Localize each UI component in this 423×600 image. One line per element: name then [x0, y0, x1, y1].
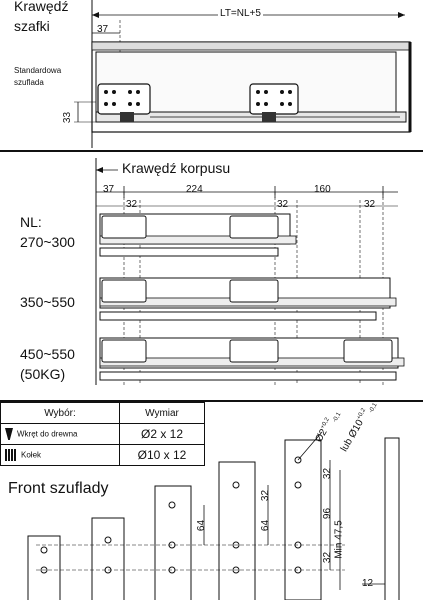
mid-32-label-2: 32 [277, 199, 289, 210]
panel-divider [0, 150, 423, 152]
standard-drawer-label: Standardowa [14, 66, 62, 75]
rear-bracket [97, 83, 151, 122]
dowel-label: Kołek [21, 450, 42, 460]
front-min-label: Min 47,5 [333, 520, 345, 559]
front-panel-drawing [27, 431, 400, 600]
slide-row-270-300 [99, 213, 297, 257]
front-bracket [249, 83, 299, 122]
middle-panel-drawing [95, 158, 405, 385]
front-96-label: 96 [322, 507, 334, 520]
top-panel-drawing [74, 0, 412, 148]
front-32-label-3: 32 [322, 551, 334, 564]
nl-label: NL: [20, 214, 42, 230]
range-450-550: 450~550 [20, 346, 75, 362]
front-32-label-1: 32 [260, 489, 272, 502]
fastener-table: Wybór: Wymiar Wkręt do drewna Ø2 x 12 Ko… [0, 402, 205, 466]
panel-divider [0, 400, 423, 402]
mid-32-label-3: 32 [364, 199, 376, 210]
front-title: Front szuflady [8, 480, 109, 497]
front-64-label-2: 64 [260, 519, 272, 532]
dowel-value: Ø10 x 12 [119, 444, 205, 466]
dowel-icon [5, 449, 17, 461]
lt-dimension-label: LT=NL+5 [218, 8, 263, 19]
screw-icon [5, 428, 13, 440]
front-64-label-1: 64 [196, 519, 208, 532]
slide-row-350-550 [99, 277, 397, 321]
mid-37-label: 37 [103, 184, 115, 195]
slide-row-450-550 [99, 337, 405, 381]
standard-drawer-label-2: szuflada [14, 78, 44, 87]
range-50kg: (50KG) [20, 366, 66, 382]
top-krawedz-label: Krawędź [14, 0, 69, 14]
screw-label: Wkręt do drewna [17, 429, 78, 439]
range-270-300: 270~300 [20, 234, 75, 250]
front-32-label-2: 32 [322, 467, 334, 480]
krawedz-korpusu-label: Krawędź korpusu [122, 160, 231, 176]
range-350-550: 350~550 [20, 294, 75, 310]
top-37-label: 37 [97, 24, 109, 35]
mid-32-label-1: 32 [126, 199, 138, 210]
screw-value: Ø2 x 12 [119, 423, 205, 445]
mid-224-label: 224 [186, 184, 203, 195]
front-12-label: 12 [362, 578, 374, 589]
top-33-label: 33 [62, 111, 74, 124]
mid-160-label: 160 [314, 184, 331, 195]
top-szafki-label: szafki [14, 18, 50, 34]
